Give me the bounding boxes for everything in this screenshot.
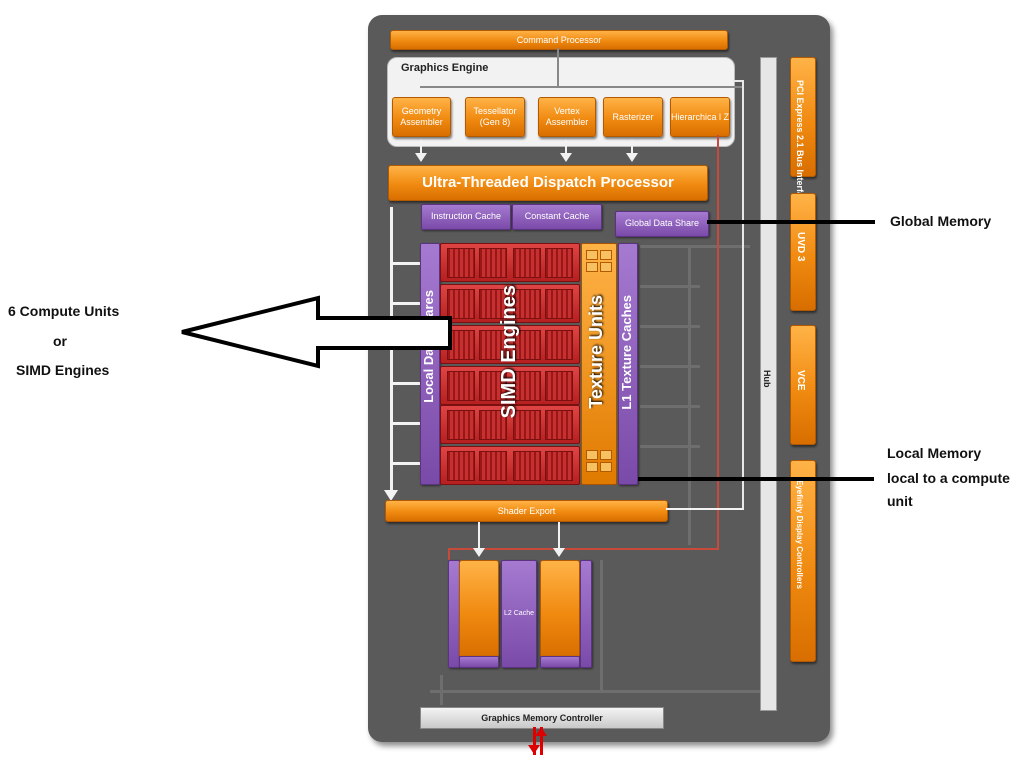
global-memory-label: Global Memory <box>890 213 992 229</box>
arrow-down-icon <box>553 548 565 557</box>
connector <box>420 86 744 88</box>
vce-block <box>790 325 816 445</box>
simd-engines-label: SIMD Engines <box>498 285 520 419</box>
pointer-line <box>638 477 874 481</box>
simd-row <box>440 284 580 323</box>
memory-channel <box>580 560 592 668</box>
simd-row <box>440 243 580 282</box>
eyefinity-label: Eyefinity Display Controllers <box>795 480 804 589</box>
instruction-cache: Instruction Cache <box>421 204 511 230</box>
arrow-down-icon <box>473 548 485 557</box>
graphics-engine-label: Graphics Engine <box>401 62 489 74</box>
hub-label: Hub <box>762 370 772 388</box>
pcie-label: PCI Express 2.1 Bus Interface <box>795 80 805 208</box>
simd-row <box>440 446 580 485</box>
uvd-block <box>790 193 816 311</box>
l1-texture-caches-column <box>618 243 638 485</box>
connector <box>392 302 420 305</box>
l1-texture-caches-label: L1 Texture Caches <box>619 295 634 410</box>
memory-channel <box>459 656 499 668</box>
memory-controller: Graphics Memory Controller <box>420 707 664 729</box>
connector <box>392 262 420 265</box>
uvd-label: UVD 3 <box>795 232 806 262</box>
bus-line <box>640 325 700 328</box>
connector <box>392 422 420 425</box>
arrow-down-icon <box>626 153 638 162</box>
hierarchical-z: Hierarchica l Z <box>670 97 730 137</box>
connector <box>565 140 567 154</box>
constant-cache: Constant Cache <box>512 204 602 230</box>
l2-cache: L2 Cache <box>501 560 537 668</box>
compute-units-label-line2: or <box>53 333 67 349</box>
connector <box>392 462 420 465</box>
simd-row <box>440 366 580 405</box>
geometry-assembler: Geometry Assembler <box>392 97 451 137</box>
shader-export: Shader Export <box>385 500 668 522</box>
bus-line <box>640 405 700 408</box>
arrow-down-icon <box>560 153 572 162</box>
bus-line <box>640 365 700 368</box>
connector <box>392 382 420 385</box>
connector <box>742 80 744 510</box>
local-data-shares-column <box>420 243 440 485</box>
command-processor: Command Processor <box>390 30 728 50</box>
memory-channel-block <box>459 560 499 658</box>
tessellator: Tessellator (Gen 8) <box>465 97 525 137</box>
texture-units-column <box>581 243 617 485</box>
connector <box>448 548 719 550</box>
arrow-up-icon <box>540 727 543 755</box>
connector <box>631 140 633 154</box>
arrow-up-icon <box>535 727 547 736</box>
compute-units-label-line3: SIMD Engines <box>16 362 110 378</box>
arrow-down-icon <box>415 153 427 162</box>
memory-channel-block <box>540 560 580 658</box>
connector <box>557 48 559 88</box>
connector <box>666 508 743 510</box>
connector <box>717 135 719 550</box>
texture-units-label: Texture Units <box>586 295 606 409</box>
connector <box>420 140 422 154</box>
eyefinity-block <box>790 460 816 662</box>
arrow-down-icon <box>384 490 398 501</box>
bus-line <box>440 675 443 705</box>
compute-units-label-line1: 6 Compute Units <box>8 303 120 319</box>
simd-row <box>440 405 580 444</box>
arrow-down-icon <box>528 745 540 754</box>
vertex-assembler: Vertex Assembler <box>538 97 596 137</box>
memory-channel <box>540 656 580 668</box>
bus-line <box>640 245 750 248</box>
local-memory-label-line1: Local Memory <box>887 445 982 461</box>
connector <box>733 80 744 82</box>
bus-line <box>688 245 691 545</box>
vce-label: VCE <box>795 370 806 391</box>
bus-line <box>640 285 700 288</box>
connector <box>448 548 450 560</box>
local-memory-label-line2: local to a compute <box>887 470 1010 486</box>
bus-line <box>640 445 700 448</box>
bus-line <box>600 560 603 690</box>
dispatch-processor: Ultra-Threaded Dispatch Processor <box>388 165 708 201</box>
connector <box>558 522 560 550</box>
pointer-line <box>707 220 875 224</box>
local-memory-label-line3: unit <box>887 493 913 509</box>
compute-units-arrow <box>181 295 452 369</box>
global-data-share: Global Data Share <box>615 211 709 237</box>
rasterizer: Rasterizer <box>603 97 663 137</box>
connector <box>478 522 480 550</box>
bus-line <box>430 690 760 693</box>
arrow-down-icon <box>533 727 536 755</box>
pcie-block <box>790 57 816 177</box>
